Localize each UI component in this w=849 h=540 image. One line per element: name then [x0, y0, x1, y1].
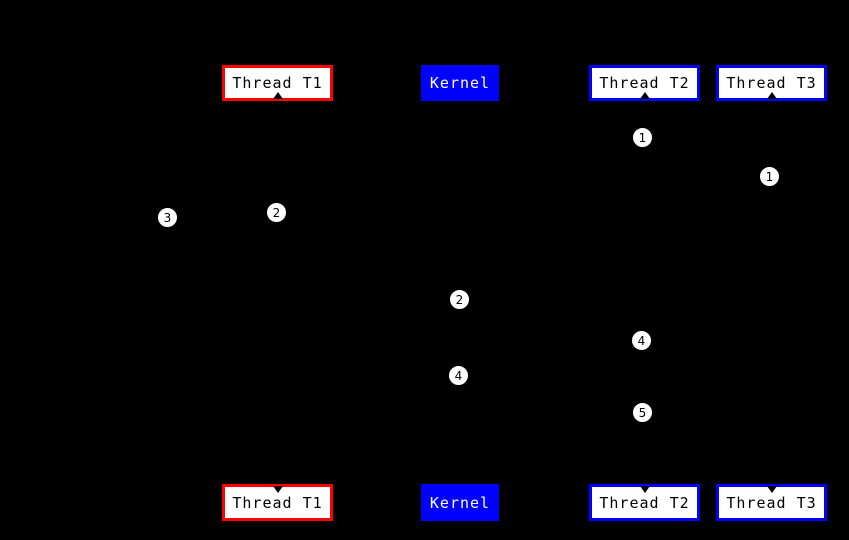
step-circle-5-right: 5 [632, 402, 653, 423]
step-number: 5 [638, 405, 647, 420]
step-circle-2-under-thread1: 2 [266, 202, 287, 223]
step-circle-4-mid-kernel: 4 [448, 365, 469, 386]
step-number: 3 [163, 210, 172, 225]
node-label: Thread T3 [726, 74, 817, 92]
node-thread-t1-top: Thread T1 [222, 65, 333, 101]
node-thread-t3-bottom: Thread T3 [716, 484, 827, 521]
step-number: 4 [637, 333, 646, 348]
node-thread-t1-bottom: Thread T1 [222, 484, 333, 521]
step-circle-2-mid-kernel: 2 [449, 289, 470, 310]
node-thread-t2-top: Thread T2 [589, 65, 700, 101]
node-label: Thread T2 [599, 74, 690, 92]
step-number: 1 [638, 130, 647, 145]
step-number: 4 [454, 368, 463, 383]
step-number: 1 [765, 169, 774, 184]
node-label: Thread T1 [232, 493, 323, 512]
arrowhead-icon [639, 92, 650, 99]
step-circle-1-under-thread3: 1 [759, 166, 780, 187]
step-circle-4-right: 4 [631, 330, 652, 351]
node-label: Thread T3 [726, 493, 817, 512]
arrowhead-icon [272, 486, 283, 493]
step-number: 2 [455, 292, 464, 307]
node-label: Kernel [429, 74, 491, 92]
node-kernel-top: Kernel [421, 65, 499, 101]
step-circle-3-left: 3 [157, 207, 178, 228]
step-circle-1-under-thread2: 1 [632, 127, 653, 148]
arrowhead-icon [639, 486, 650, 493]
node-kernel-bottom: Kernel [421, 484, 499, 521]
node-thread-t2-bottom: Thread T2 [589, 484, 700, 521]
step-number: 2 [272, 205, 281, 220]
arrowhead-icon [272, 92, 283, 99]
arrowhead-icon [766, 486, 777, 493]
node-label: Thread T2 [599, 493, 690, 512]
node-thread-t3-top: Thread T3 [716, 65, 827, 101]
node-label: Thread T1 [232, 74, 323, 92]
node-label: Kernel [429, 493, 491, 512]
arrowhead-icon [766, 92, 777, 99]
